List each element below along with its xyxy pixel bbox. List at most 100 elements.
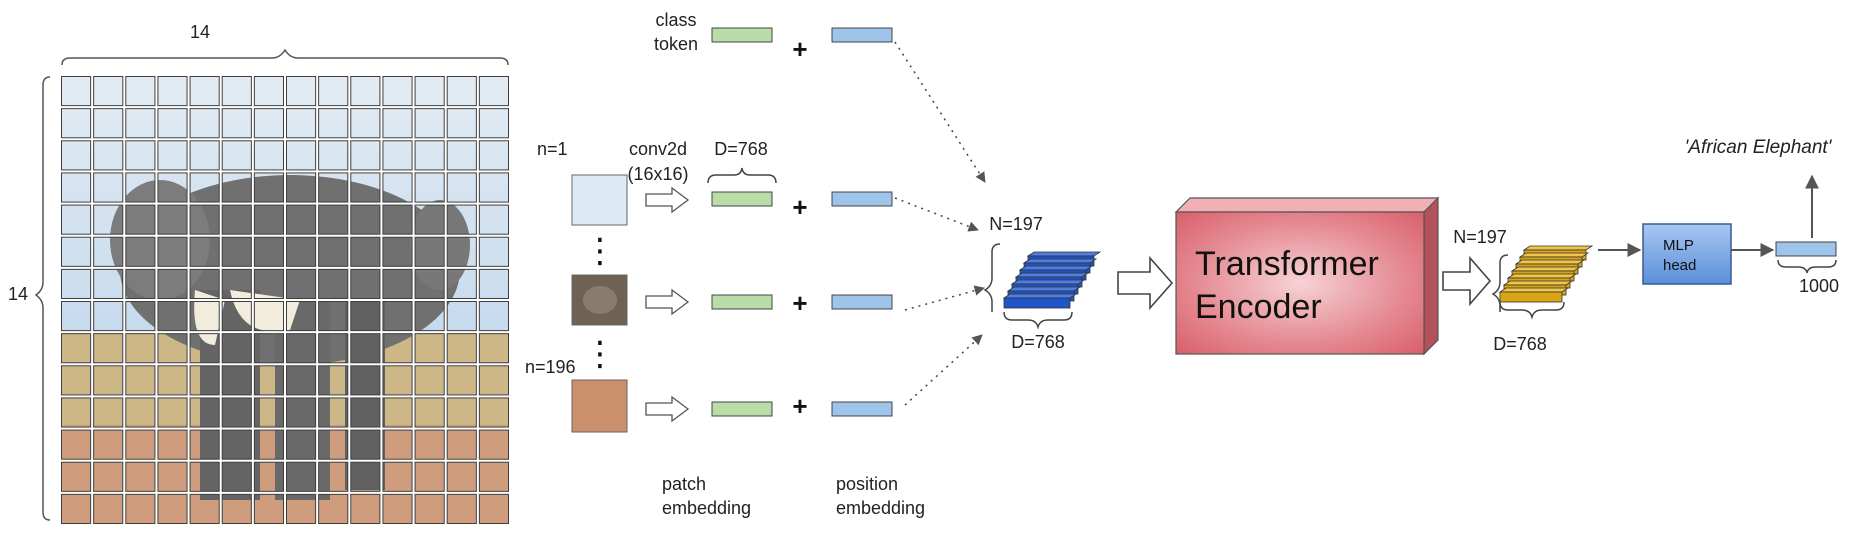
grid-patch-cell — [446, 268, 477, 300]
position-embedding-0 — [831, 27, 893, 43]
grid-patch-cell — [350, 236, 381, 267]
grid-patch-cell — [382, 204, 413, 235]
grid-patch-cell — [157, 268, 188, 300]
grid-patch-cell — [414, 236, 445, 267]
grid-patch-cell — [125, 301, 156, 332]
grid-patch-cell — [446, 236, 477, 267]
grid-patch-cell — [157, 397, 188, 428]
patch-embedding-label-2: embedding — [662, 498, 751, 518]
grid-patch-cell — [93, 493, 124, 525]
grid-patch-cell — [286, 204, 317, 235]
grid-patch-cell — [382, 397, 413, 428]
grid-patch-cell — [478, 493, 510, 525]
embed-dim-brace — [707, 167, 777, 184]
grid-patch-cell — [93, 461, 124, 492]
grid-patch-cell — [93, 236, 124, 267]
grid-patch-cell — [189, 301, 220, 332]
dotted-arrow — [894, 197, 979, 232]
grid-patch-cell — [189, 493, 220, 525]
grid-patch-cell — [478, 461, 510, 492]
grid-patch-cell — [318, 204, 349, 235]
stack-layer-top — [1518, 252, 1590, 258]
grid-patch-cell — [318, 268, 349, 300]
class-token-embedding — [711, 27, 773, 43]
grid-patch-cell — [446, 76, 477, 107]
grid-patch-cell — [350, 365, 381, 396]
grid-patch-cell — [221, 140, 252, 171]
grid-patch-cell — [414, 461, 445, 492]
grid-patch-cell — [350, 429, 381, 460]
grid-patch-cell — [286, 172, 317, 203]
patch-grid: 14 14 — [8, 22, 512, 527]
grid-patch-cell — [318, 236, 349, 267]
patch-embedding-label-1: patch — [662, 474, 706, 494]
grid-patch-cell — [350, 140, 381, 171]
grid-patch-cell — [446, 429, 477, 460]
grid-patch-cell — [253, 108, 285, 139]
grid-patch-cell — [350, 204, 381, 235]
grid-patch-cell — [350, 268, 381, 300]
grid-patch-cell — [157, 140, 188, 171]
grid-patch-cell — [61, 76, 92, 107]
grid-patch-cell — [414, 429, 445, 460]
grid-patch-cell — [350, 172, 381, 203]
grid-patch-cell — [93, 365, 124, 396]
grid-patch-cell — [414, 172, 445, 203]
stack-layer-top — [1506, 273, 1578, 279]
grid-patch-cell — [318, 301, 349, 332]
plus-sign: + — [792, 192, 807, 222]
patch-row-2: + — [571, 274, 986, 326]
grid-patch-cell — [286, 493, 317, 525]
grid-patch-cell — [414, 76, 445, 107]
grid-patch-cell — [286, 236, 317, 267]
grid-patch-cell — [414, 397, 445, 428]
conv-label-2: (16x16) — [627, 164, 688, 184]
grid-patch-cell — [189, 333, 220, 364]
grid-patch-cell — [221, 493, 252, 525]
grid-patch-cell — [478, 236, 510, 267]
grid-patch-cell — [125, 397, 156, 428]
grid-patch-cell — [286, 108, 317, 139]
grid-patch-cell — [189, 108, 220, 139]
grid-patch-cell — [253, 76, 285, 107]
plus-sign: + — [792, 288, 807, 318]
grid-patch-cell — [61, 301, 92, 332]
grid-patch-cell — [414, 204, 445, 235]
grid-patch-cell — [382, 76, 413, 107]
grid-patch-cell — [125, 333, 156, 364]
grid-patch-cell — [61, 493, 92, 525]
grid-patch-cell — [414, 365, 445, 396]
grid-patch-cell — [318, 493, 349, 525]
grid-patch-cell — [157, 236, 188, 267]
grid-patch-cell — [93, 301, 124, 332]
output-dim-label: 1000 — [1799, 276, 1839, 296]
grid-patch-cell — [93, 76, 124, 107]
grid-patch-cell — [93, 268, 124, 300]
grid-patch-cell — [189, 204, 220, 235]
grid-patch-cell — [253, 333, 285, 364]
grid-patch-cell — [221, 429, 252, 460]
position-embedding-label-2: embedding — [836, 498, 925, 518]
grid-patch-cell — [61, 140, 92, 171]
grid-patch-cell — [478, 268, 510, 300]
grid-patch-cell — [446, 365, 477, 396]
grid-patch-cell — [478, 429, 510, 460]
grid-patch-cell — [350, 461, 381, 492]
grid-patch-cell — [253, 461, 285, 492]
grid-side-label: 14 — [8, 284, 28, 304]
grid-patch-cell — [382, 493, 413, 525]
grid-patch-cell — [382, 236, 413, 267]
grid-patch-cell — [189, 76, 220, 107]
grid-patch-cell — [382, 172, 413, 203]
grid-patch-cell — [61, 204, 92, 235]
dotted-arrow — [894, 41, 986, 183]
stack-layer-top — [1002, 293, 1078, 299]
grid-patch-cell — [318, 461, 349, 492]
grid-patch-cell — [253, 493, 285, 525]
grid-patch-cell — [414, 268, 445, 300]
grid-patch-cell — [253, 140, 285, 171]
grid-patch-cell — [478, 204, 510, 235]
embed-dim-label: D=768 — [714, 139, 768, 159]
grid-patch-cell — [446, 108, 477, 139]
prediction-label: 'African Elephant' — [1685, 137, 1833, 158]
